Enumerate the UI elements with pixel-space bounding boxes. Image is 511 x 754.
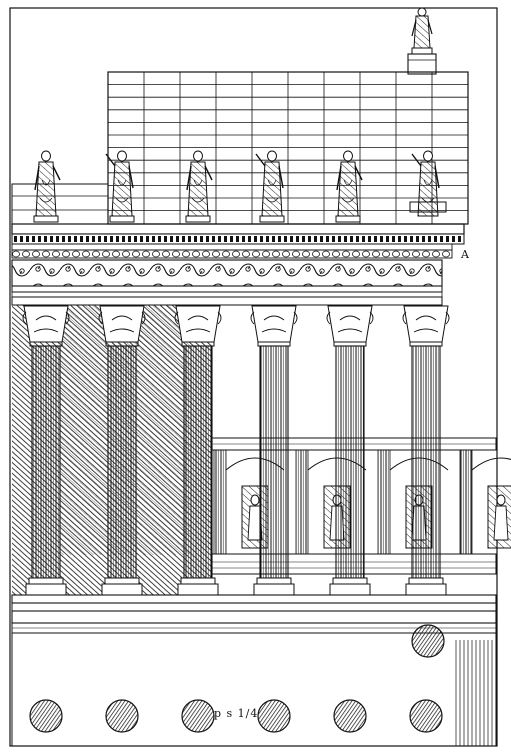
- attic-statue: [185, 150, 213, 223]
- plan-disc: [105, 699, 139, 733]
- plan-disc: [257, 699, 291, 733]
- column: [174, 305, 222, 596]
- column: [402, 305, 450, 596]
- arcade-bay: [459, 449, 511, 555]
- label-a: A: [461, 248, 469, 261]
- frieze: [11, 259, 443, 287]
- front-colonnade: [22, 305, 450, 596]
- column: [22, 305, 70, 596]
- ground-plan: [11, 624, 497, 747]
- attic-statue: [105, 150, 135, 223]
- plan-disc: [333, 699, 367, 733]
- plan-disc-upper: [411, 624, 445, 658]
- attic-wall: [11, 71, 469, 225]
- plan-disc: [181, 699, 215, 733]
- plan-disc: [29, 699, 63, 733]
- attic-statue: [255, 150, 285, 223]
- attic-statue: [335, 150, 363, 223]
- attic-statue: [33, 150, 61, 223]
- stylobate: [11, 594, 497, 634]
- attic-statues: [33, 150, 447, 223]
- column: [98, 305, 146, 596]
- scale-label: p s 1/4: [214, 707, 259, 720]
- top-statue: [407, 7, 437, 75]
- column: [326, 305, 374, 596]
- attic-statue: [409, 150, 447, 217]
- column: [250, 305, 298, 596]
- plan-disc: [409, 699, 443, 733]
- entablature: [11, 223, 465, 306]
